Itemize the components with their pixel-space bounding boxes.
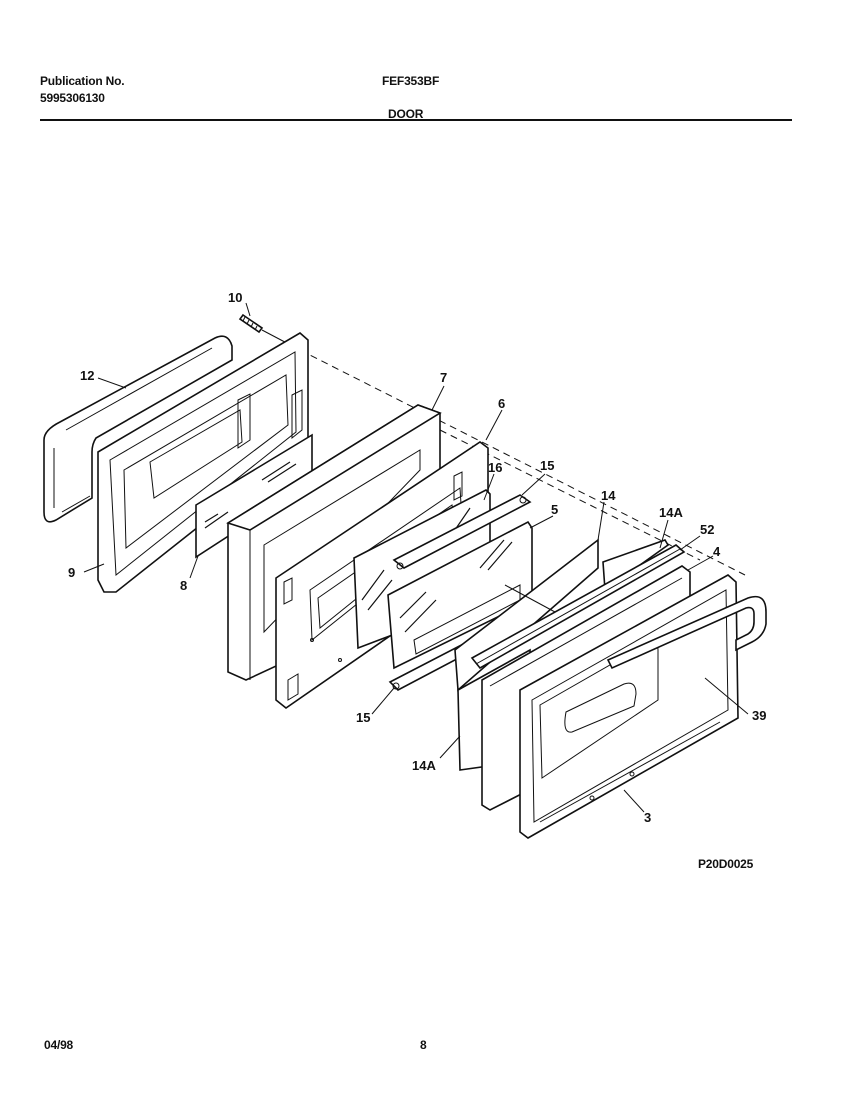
- part-door-gasket: [43, 335, 233, 523]
- callout-4: 4: [713, 544, 721, 559]
- callout-5: 5: [551, 502, 558, 517]
- page-number: 8: [420, 1038, 427, 1052]
- callout-52: 52: [700, 522, 714, 537]
- part-glass-retainer-top: [392, 494, 532, 570]
- callout-7: 7: [440, 370, 447, 385]
- header-rule: [40, 119, 792, 121]
- callout-16: 16: [488, 460, 502, 475]
- callout-6: 6: [498, 396, 505, 411]
- callout-10: 10: [228, 290, 242, 305]
- part-door-handle: [606, 595, 767, 670]
- callout-14A-bottom: 14A: [412, 758, 436, 773]
- part-inner-door-liner: [97, 332, 309, 593]
- publication-number: 5995306130: [40, 91, 105, 105]
- section-title: DOOR: [388, 107, 424, 121]
- callout-14: 14: [601, 488, 616, 503]
- callout-8: 8: [180, 578, 187, 593]
- callout-15-top: 15: [540, 458, 554, 473]
- figure-id: P20D0025: [698, 857, 754, 871]
- callout-labels: 10 12 7 6 16 15 5 14 14A 52 4 9 8 15 14A…: [68, 290, 766, 825]
- part-channel: [470, 544, 686, 670]
- callout-12: 12: [80, 368, 94, 383]
- footer-date: 04/98: [44, 1038, 74, 1052]
- callout-15-bottom: 15: [356, 710, 370, 725]
- publication-label: Publication No.: [40, 74, 125, 88]
- model-number: FEF353BF: [382, 74, 440, 88]
- callout-14A-top: 14A: [659, 505, 683, 520]
- callout-9: 9: [68, 565, 75, 580]
- callout-3: 3: [644, 810, 651, 825]
- callout-39: 39: [752, 708, 766, 723]
- leader-lines: [83, 302, 749, 813]
